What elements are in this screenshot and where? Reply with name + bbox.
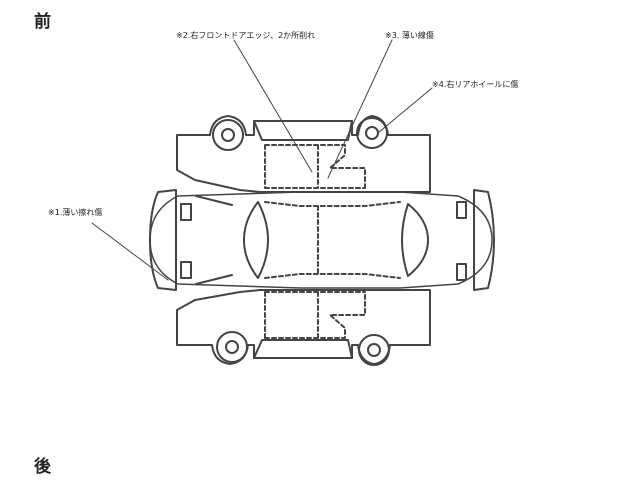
top-view [149, 189, 495, 291]
wheel-front-left-hub [225, 340, 239, 354]
hood-line-bottom [195, 274, 233, 285]
door-outline-right [264, 144, 366, 189]
taillight-left [456, 201, 467, 219]
taillight-right [456, 263, 467, 281]
headlight-left [180, 203, 192, 221]
damage-note-1: ※1.薄い擦れ傷 [48, 208, 103, 217]
wheel-rear-left [358, 334, 390, 366]
wheel-rear-right-hub [365, 126, 379, 140]
rear-bumper [473, 189, 495, 291]
side-view-right-body [176, 115, 431, 193]
rear-window [401, 203, 429, 277]
wheel-front-left [216, 331, 248, 363]
door-outline-left [264, 291, 366, 339]
windshield [243, 201, 269, 279]
hood-line-top [195, 195, 233, 206]
wheel-rear-right [356, 117, 388, 149]
leader-lines [91, 39, 433, 281]
rear-label: 後 [34, 457, 51, 477]
leader-line-1 [91, 222, 169, 281]
side-view-right-pillar [253, 120, 353, 141]
side-view-left-body [176, 289, 431, 365]
damage-note-3: ※3. 薄い線傷 [385, 31, 434, 40]
side-view-left-pillar [253, 339, 353, 359]
side-view-left [176, 289, 431, 366]
front-bumper [149, 189, 177, 291]
leader-line-2 [233, 39, 313, 173]
wheel-front-right-hub [221, 128, 235, 142]
leader-line-3 [327, 39, 393, 179]
damage-note-2: ※2.右フロントドアエッジ、2か所削れ [176, 31, 316, 40]
wheel-rear-left-hub [367, 343, 381, 357]
headlight-right [180, 261, 192, 279]
leader-line-4 [377, 87, 433, 134]
front-label: 前 [34, 12, 51, 32]
wheel-front-right [212, 119, 244, 151]
damage-note-4: ※4.右リアホイールに傷 [432, 80, 519, 89]
roof-panel-outline [264, 201, 401, 279]
side-view-right [176, 115, 431, 193]
